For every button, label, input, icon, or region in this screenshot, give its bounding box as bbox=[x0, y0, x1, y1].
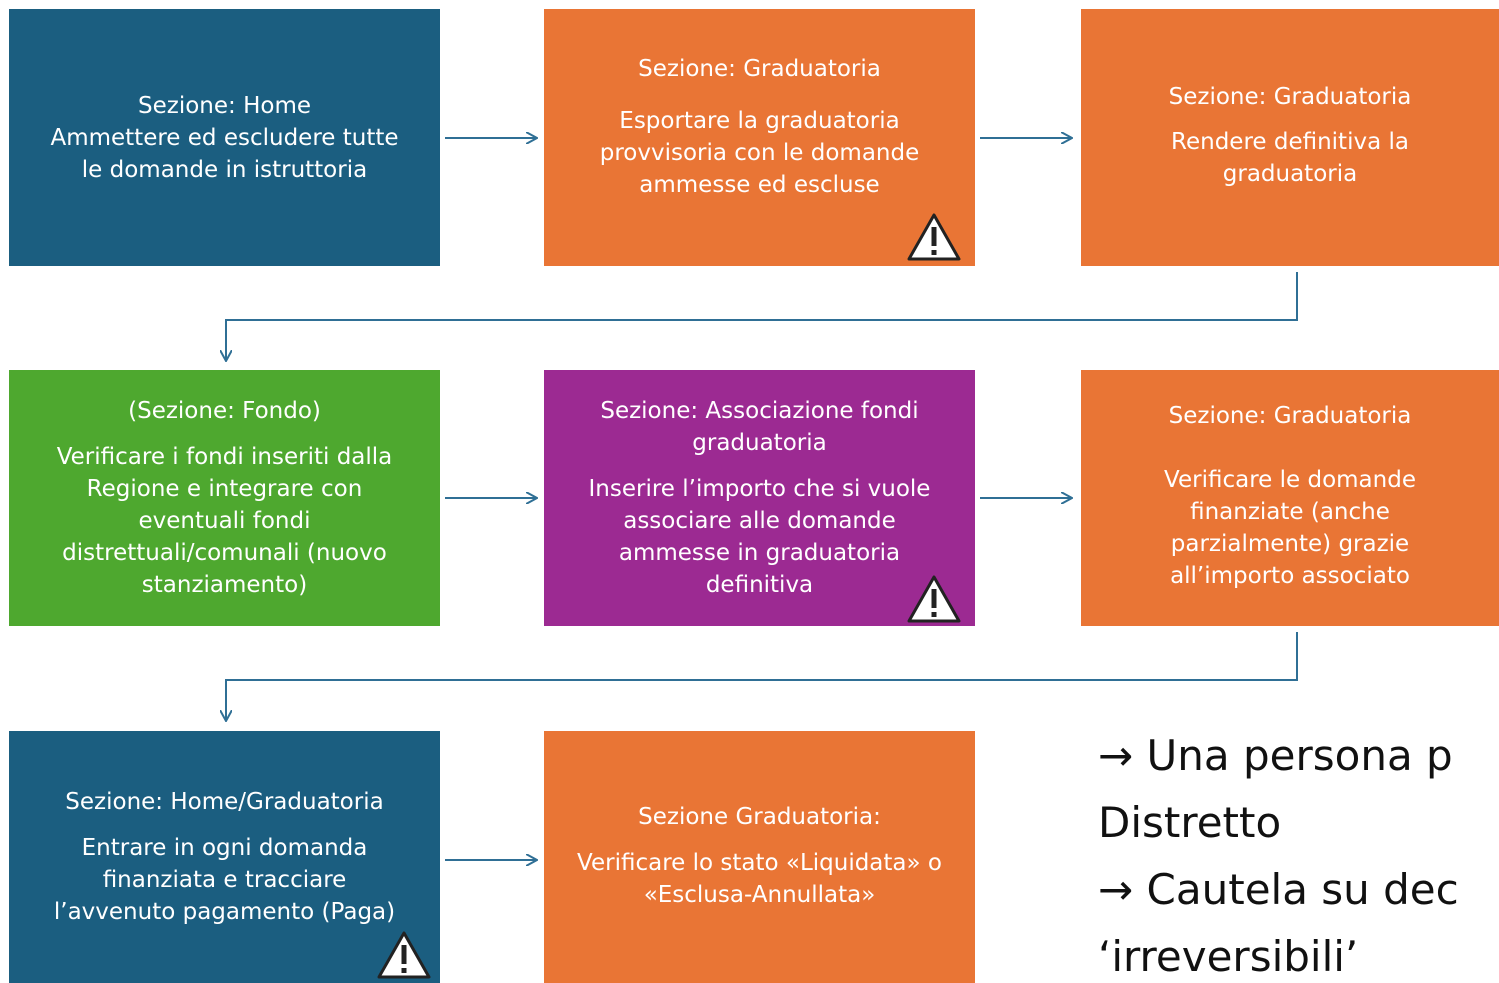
step-section-label: Sezione: Graduatoria bbox=[638, 56, 881, 82]
note-line: Distretto bbox=[1098, 798, 1282, 847]
step-graduatoria-export: Sezione: Graduatoria Esportare la gradua… bbox=[544, 9, 975, 266]
warning-triangle-icon bbox=[907, 213, 961, 261]
side-notes: → Una persona p Distretto → Cautela su d… bbox=[1098, 722, 1499, 983]
step-description: Verificare i fondi inseriti dalla Region… bbox=[56, 444, 393, 598]
step-description: Esportare la graduatoria provvisoria con… bbox=[599, 108, 920, 198]
warning-triangle-icon bbox=[377, 931, 431, 979]
step-section-label: Sezione Graduatoria: bbox=[638, 804, 881, 830]
step-section-label: Sezione: Graduatoria bbox=[1168, 84, 1412, 110]
warning-triangle-icon bbox=[907, 575, 961, 623]
step-fondo: (Sezione: Fondo) Verificare i fondi inse… bbox=[9, 370, 440, 626]
step-description: Ammettere ed escludere tutte le domande … bbox=[50, 124, 399, 183]
step-section-label: Sezione: Graduatoria bbox=[1168, 403, 1412, 429]
step-section-label: Sezione: Home/Graduatoria bbox=[65, 789, 384, 815]
note-line: → Una persona p bbox=[1098, 731, 1453, 780]
note-line: ‘irreversibili’ bbox=[1098, 932, 1359, 981]
step-section-label: Sezione: Associazione fondi graduatoria bbox=[600, 398, 919, 456]
step-description: Verificare le domande finanziate (anche … bbox=[1164, 467, 1416, 589]
step-graduatoria-verifica-finanziate: Sezione: Graduatoria Verificare le doman… bbox=[1081, 370, 1499, 626]
step-associazione-fondi: Sezione: Associazione fondi graduatoria … bbox=[544, 370, 975, 626]
connector-row1-row2 bbox=[226, 272, 1298, 360]
step-description: Verificare lo stato «Liquidata» o «Esclu… bbox=[577, 850, 942, 908]
step-home-ammissione: Sezione: Home Ammettere ed escludere tut… bbox=[9, 9, 440, 266]
step-section-label: Sezione: Home bbox=[138, 92, 311, 119]
step-home-graduatoria-pagamento: Sezione: Home/Graduatoria Entrare in ogn… bbox=[9, 731, 440, 983]
step-graduatoria-stato: Sezione Graduatoria: Verificare lo stato… bbox=[544, 731, 975, 983]
note-line: → Cautela su dec bbox=[1098, 865, 1459, 914]
connector-row2-row3 bbox=[226, 632, 1298, 720]
step-description: Inserire l’importo che si vuole associar… bbox=[588, 476, 931, 598]
step-section-label: (Sezione: Fondo) bbox=[128, 398, 321, 424]
step-graduatoria-definitiva: Sezione: Graduatoria Rendere definitiva … bbox=[1081, 9, 1499, 266]
step-description: Entrare in ogni domanda finanziata e tra… bbox=[53, 835, 396, 925]
step-description: Rendere definitiva la graduatoria bbox=[1171, 129, 1409, 187]
